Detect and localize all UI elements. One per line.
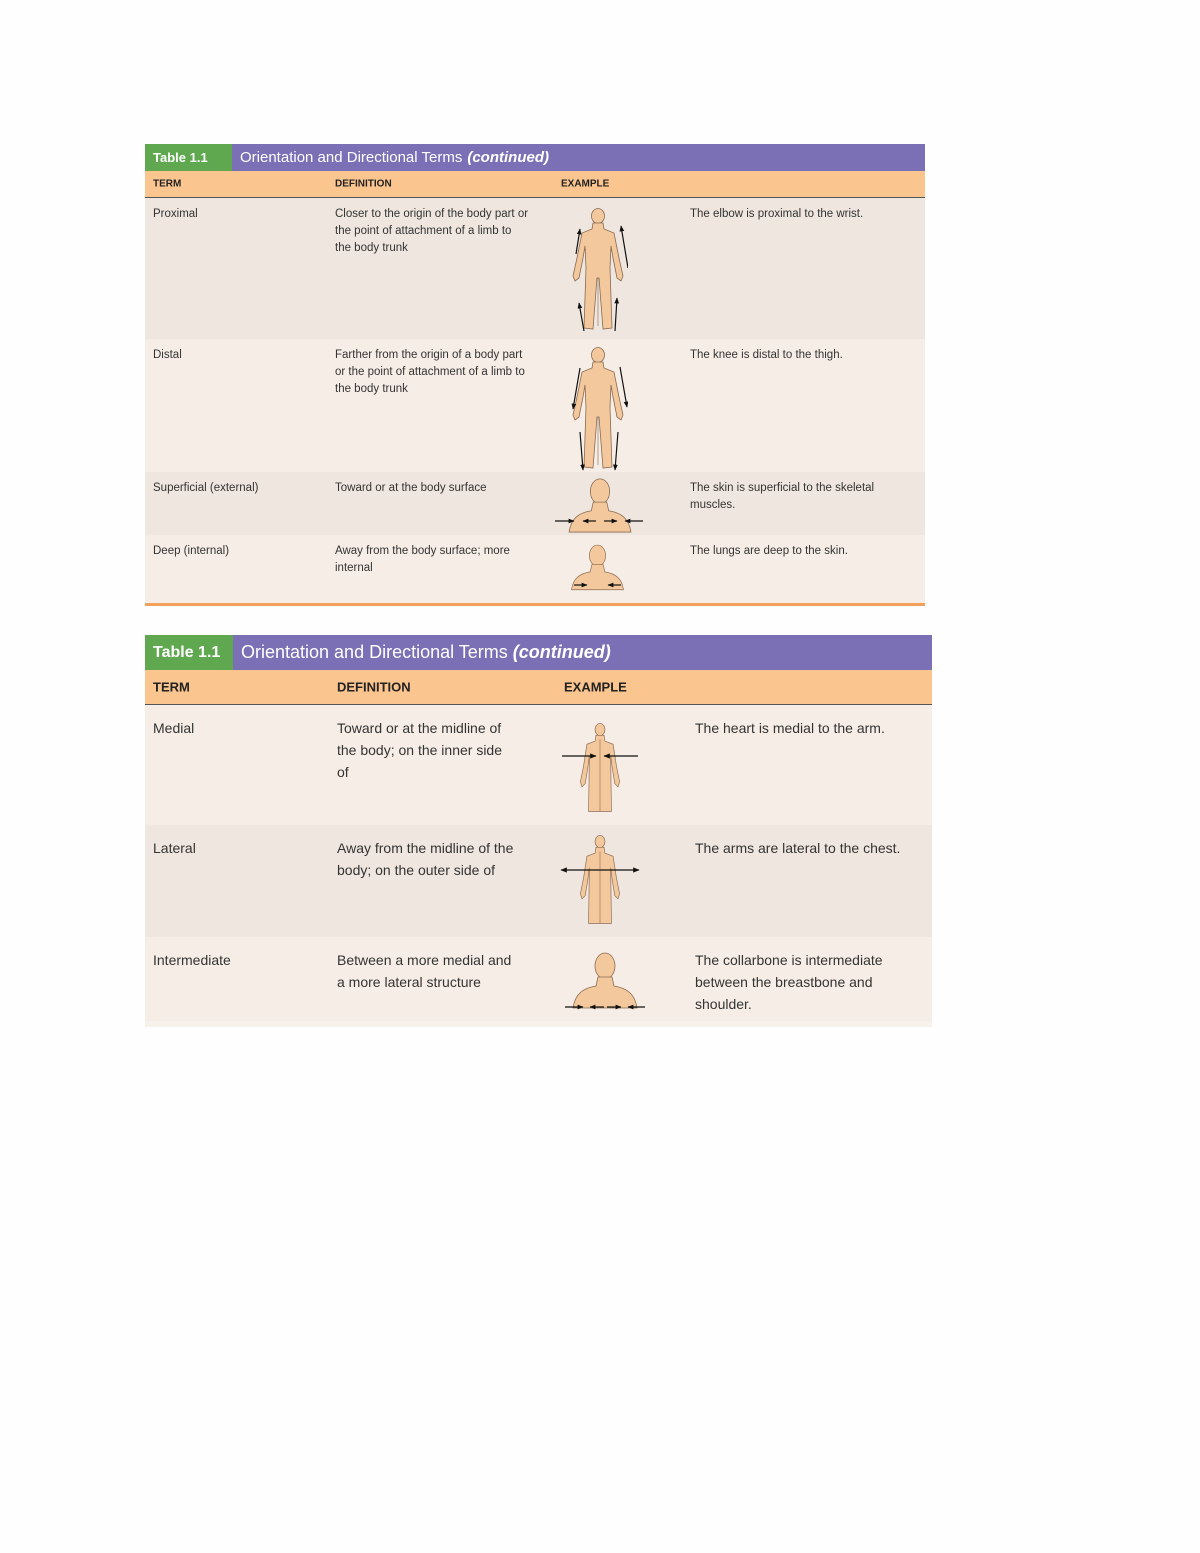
header-definition: DEFINITION: [335, 178, 392, 190]
table-title-suffix: (continued): [467, 149, 549, 166]
definition-cell: Toward or at the midline of the body; on…: [337, 720, 503, 780]
example-cell: The collarbone is intermediate between t…: [695, 952, 883, 1012]
table-row-intermediate: Intermediate Between a more medial and a…: [145, 937, 932, 1021]
bust-arrows-deep-icon: [571, 544, 624, 591]
definition-cell: Away from the body surface; more interna…: [335, 545, 510, 574]
term-cell: Superficial (external): [153, 482, 259, 494]
table-title-bar: Table 1.1 Orientation and Directional Te…: [145, 635, 932, 670]
bust-arrows-in-icon: [555, 478, 643, 533]
table-bottom-rule: [145, 603, 925, 606]
full-body-arrows-up-icon: [568, 208, 628, 332]
definition-cell: Away from the midline of the body; on th…: [337, 840, 514, 878]
table-title: Orientation and Directional Terms (conti…: [232, 144, 549, 171]
definition-cell: Farther from the origin of a body part o…: [335, 349, 525, 395]
table-row-lateral: Lateral Away from the midline of the bod…: [145, 825, 932, 937]
header-example: EXAMPLE: [561, 178, 610, 190]
example-cell: The lungs are deep to the skin.: [690, 545, 848, 557]
term-cell: Lateral: [153, 840, 196, 856]
table-number-tag: Table 1.1: [145, 144, 232, 171]
table-title-bar: Table 1.1 Orientation and Directional Te…: [145, 144, 925, 171]
example-cell: The elbow is proximal to the wrist.: [690, 208, 864, 220]
full-body-arrows-down-icon: [571, 347, 628, 471]
definition-cell: Toward or at the body surface: [335, 482, 487, 494]
term-cell: Deep (internal): [153, 545, 230, 557]
header-example: EXAMPLE: [564, 679, 627, 695]
table-title-text: Orientation and Directional Terms: [240, 149, 463, 166]
table-row-distal: Distal Farther from the origin of a body…: [145, 339, 925, 472]
table-number-tag: Table 1.1: [145, 635, 233, 670]
header-definition: DEFINITION: [337, 679, 411, 695]
table-title-suffix: (continued): [512, 642, 611, 662]
table-row-superficial: Superficial (external) Toward or at the …: [145, 472, 925, 535]
header-term: TERM: [153, 679, 190, 695]
table-title-text: Orientation and Directional Terms: [241, 642, 508, 662]
definition-cell: Closer to the origin of the body part or…: [335, 208, 529, 254]
term-cell: Proximal: [153, 208, 198, 220]
torso-arrows-lateral-icon: [560, 835, 640, 924]
bust-arrows-intermediate-icon: [565, 952, 645, 1010]
table-1: Table 1.1 Orientation and Directional Te…: [145, 144, 925, 606]
table-title: Orientation and Directional Terms (conti…: [233, 635, 611, 670]
example-cell: The heart is medial to the arm.: [695, 720, 885, 736]
header-term: TERM: [153, 178, 182, 190]
torso-arrows-medial-icon: [562, 723, 638, 812]
term-cell: Medial: [153, 720, 195, 736]
table-2: Table 1.1 Orientation and Directional Te…: [145, 635, 932, 1027]
example-cell: The arms are lateral to the chest.: [695, 840, 901, 856]
column-header-row: TERM DEFINITION EXAMPLE: [145, 171, 925, 198]
definition-cell: Between a more medial and a more lateral…: [337, 952, 512, 990]
table-row-medial: Medial Toward or at the midline of the b…: [145, 705, 932, 825]
column-header-row: TERM DEFINITION EXAMPLE: [145, 670, 932, 705]
table-row-proximal: Proximal Closer to the origin of the bod…: [145, 198, 925, 339]
table-bottom-edge: [145, 1021, 932, 1027]
term-cell: Distal: [153, 349, 182, 361]
example-cell: The knee is distal to the thigh.: [690, 349, 843, 361]
example-cell: The skin is superficial to the skeletal …: [690, 482, 875, 511]
table-row-deep: Deep (internal) Away from the body surfa…: [145, 535, 925, 603]
term-cell: Intermediate: [153, 952, 231, 968]
